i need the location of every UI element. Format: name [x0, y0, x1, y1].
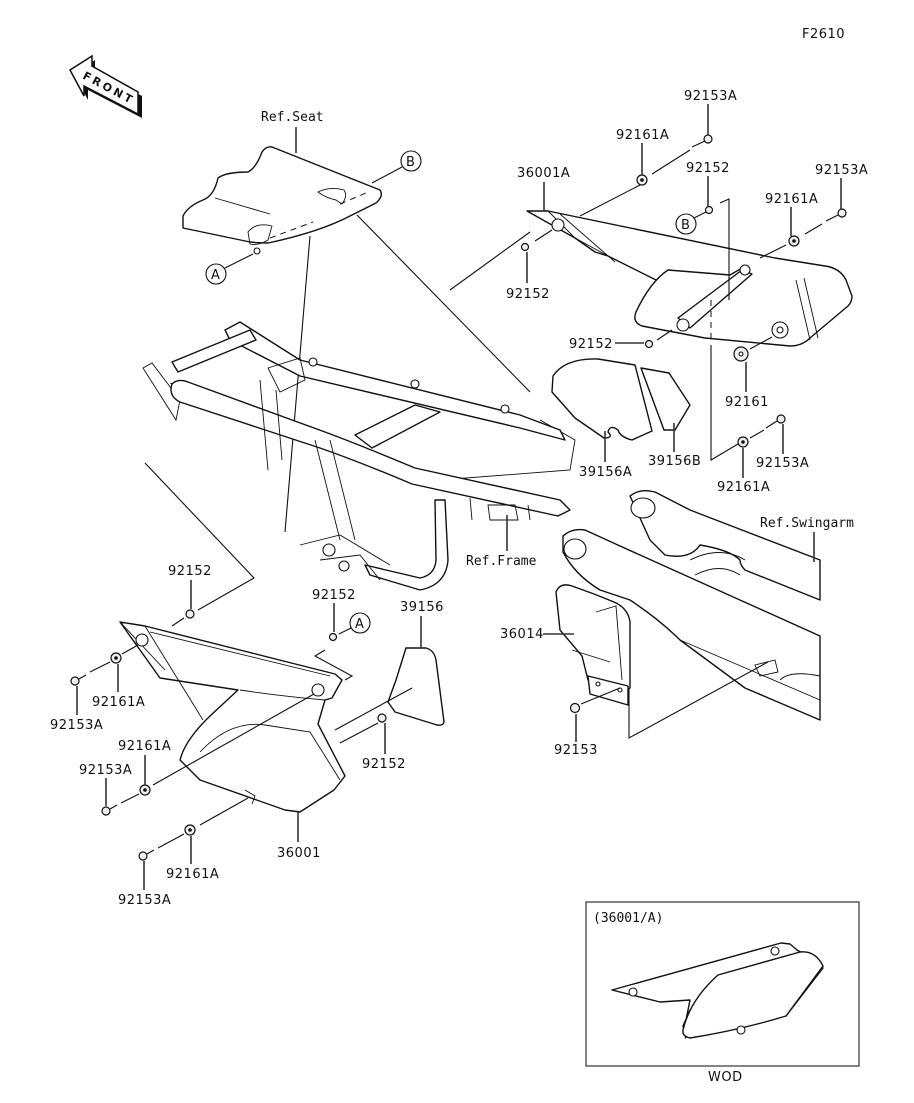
label-92152-mid: 92152 [569, 337, 613, 352]
label-92152-a: 92152 [312, 588, 356, 603]
clip-92152-left [520, 242, 530, 252]
label-92153A-2: 92153A [79, 763, 132, 778]
ref-frame-label: Ref.Frame [466, 554, 537, 569]
label-92161A-3: 92161A [166, 867, 219, 882]
bolt-92153A-right [825, 208, 847, 222]
clip-92152-right [377, 713, 387, 723]
callout-a-cover [349, 612, 371, 634]
nut-92161A-top [636, 174, 648, 186]
label-36001: 36001 [277, 846, 321, 861]
frame-drawing [142, 321, 576, 591]
label-92161A-low: 92161A [717, 480, 770, 495]
bolt-92153A-1 [70, 674, 87, 686]
label-39156: 39156 [400, 600, 444, 615]
nut-92161A-1 [110, 652, 122, 664]
label-92153A-right: 92153A [815, 163, 868, 178]
label-92161A-1: 92161A [92, 695, 145, 710]
seat-outline [182, 146, 383, 255]
pad-39156 [387, 647, 445, 726]
ref-swingarm-label: Ref.Swingarm [760, 516, 854, 531]
label-92152-b: 92152 [686, 161, 730, 176]
label-39156B: 39156B [648, 454, 701, 469]
inset-caption: WOD [708, 1070, 743, 1085]
swingarm-drawing [562, 489, 821, 721]
callout-b-cover-label: B [681, 218, 690, 233]
nut-92161A-low [737, 436, 749, 448]
grommet-92161 [733, 346, 749, 362]
label-39156A: 39156A [579, 465, 632, 480]
bolt-92153A-low [765, 414, 786, 429]
callout-a-seat-label: A [211, 268, 220, 283]
label-92153A-top: 92153A [684, 89, 737, 104]
bolt-92153A-2 [101, 804, 118, 816]
label-92161: 92161 [725, 395, 769, 410]
bolt-92153 [569, 702, 581, 714]
label-92153A-3: 92153A [118, 893, 171, 908]
ref-seat-label: Ref.Seat [261, 110, 324, 125]
callout-b-cover [675, 213, 697, 235]
label-92153A-1: 92153A [50, 718, 103, 733]
chain-guard-36014 [555, 584, 631, 706]
callout-b-seat-label: B [406, 155, 415, 170]
pad-39156B [640, 367, 691, 431]
callout-a-seat [205, 263, 227, 285]
clip-92152-mid [644, 339, 654, 349]
label-36014: 36014 [500, 627, 544, 642]
label-92161A-right: 92161A [765, 192, 818, 207]
clip-92152-b [704, 205, 714, 215]
clip-92152-top [185, 609, 195, 619]
label-92153: 92153 [554, 743, 598, 758]
label-92152-left: 92152 [506, 287, 550, 302]
label-92153A-low: 92153A [756, 456, 809, 471]
label-92161A-top: 92161A [616, 128, 669, 143]
pad-39156A [551, 358, 653, 441]
label-92152-right: 92152 [362, 757, 406, 772]
figure-code: F2610 [802, 27, 845, 42]
label-92152-top: 92152 [168, 564, 212, 579]
nut-92161A-3 [184, 824, 196, 836]
callout-a-cover-label: A [355, 617, 364, 632]
side-cover-36001 [119, 621, 346, 813]
nut-92161A-2 [139, 784, 151, 796]
side-cover-36001A [526, 210, 853, 347]
label-36001A: 36001A [517, 166, 570, 181]
callout-b-seat [400, 150, 422, 172]
bolt-92153A-3 [138, 849, 155, 861]
inset-36001A-variant [585, 901, 860, 1067]
front-arrow-icon: FRONT [69, 54, 142, 118]
bolt-92153A-top [691, 134, 713, 148]
nut-92161A-right [788, 235, 800, 247]
inset-title: (36001/A) [593, 911, 663, 926]
clip-92152-a [328, 632, 338, 642]
label-92161A-2: 92161A [118, 739, 171, 754]
